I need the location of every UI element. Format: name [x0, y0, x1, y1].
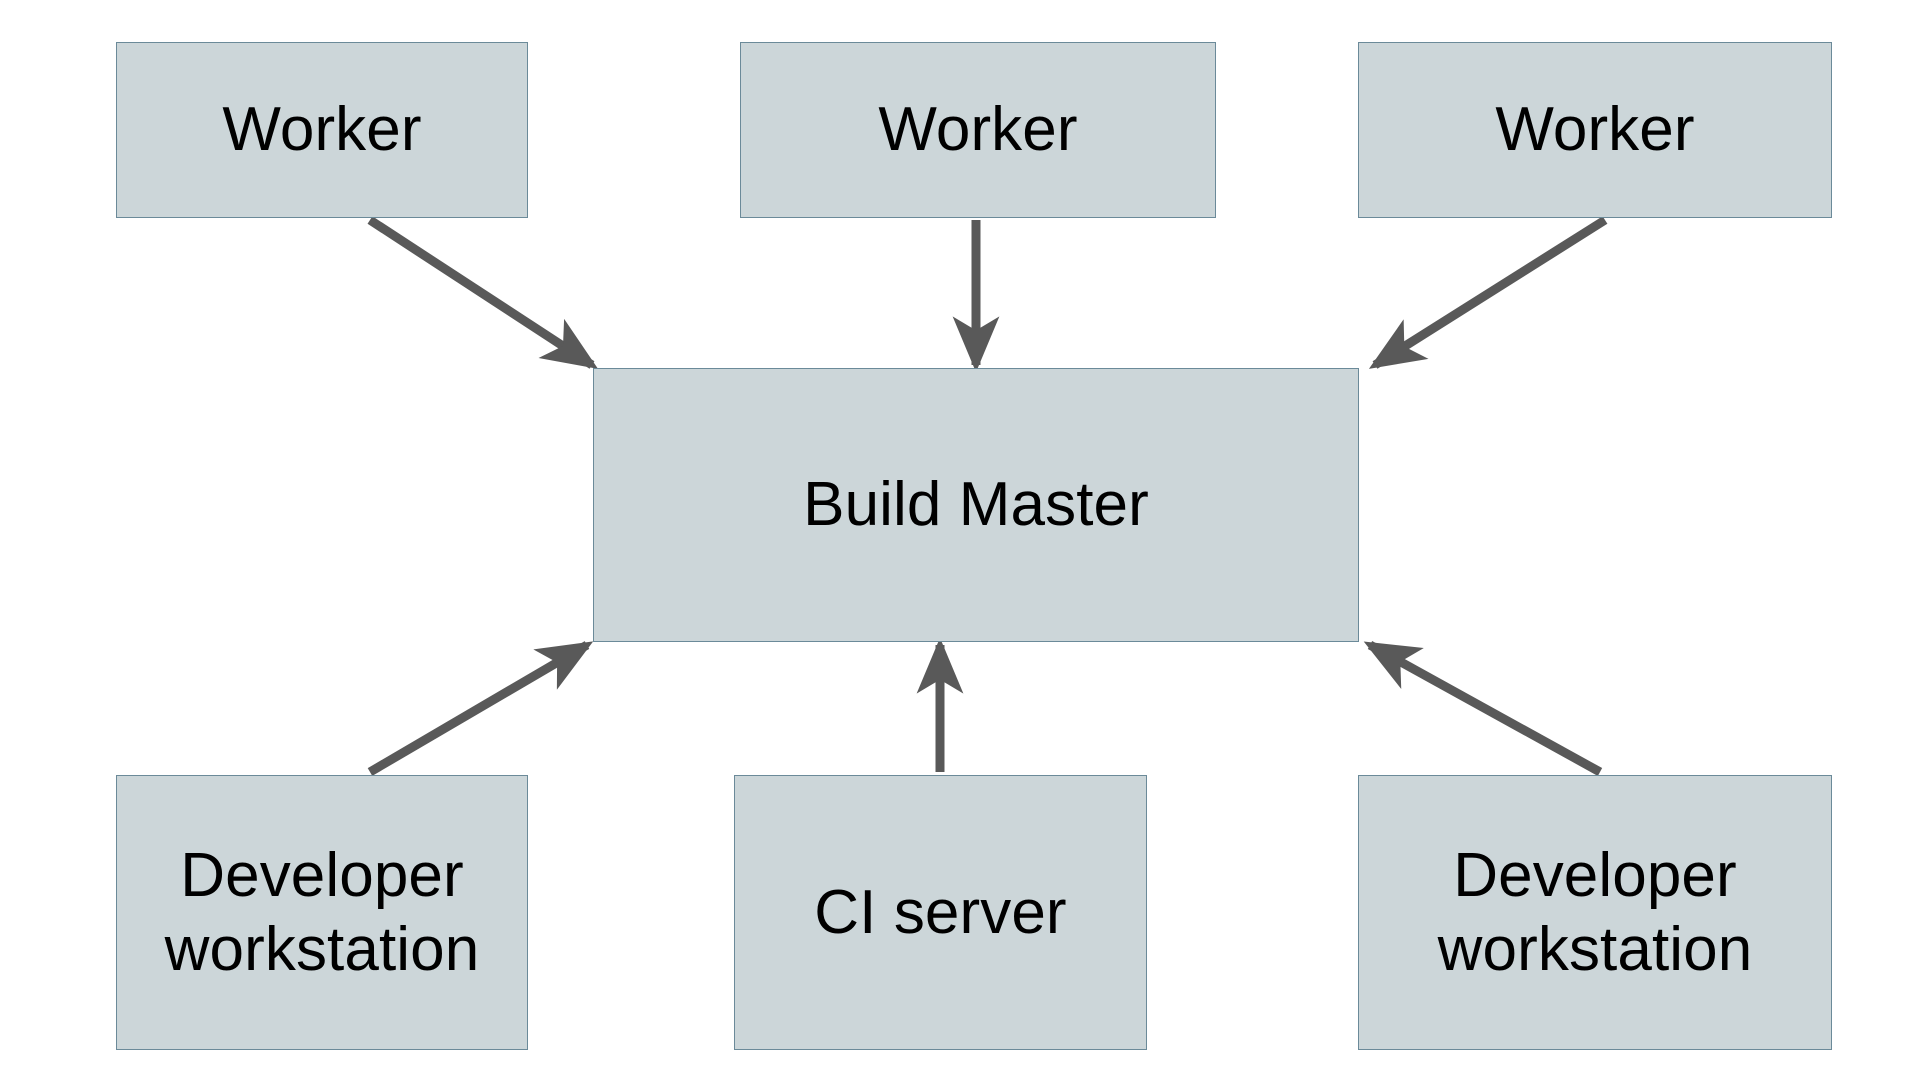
node-developer-workstation-left[interactable]: Developer workstation — [116, 775, 528, 1050]
node-label: Worker — [1495, 95, 1695, 165]
node-build-master[interactable]: Build Master — [593, 368, 1359, 642]
node-label: Developer workstation — [1437, 841, 1753, 984]
node-label: Worker — [878, 95, 1078, 165]
node-label: Build Master — [803, 470, 1149, 540]
node-developer-workstation-right[interactable]: Developer workstation — [1358, 775, 1832, 1050]
edge-dev-1-to-master — [367, 641, 594, 776]
node-ci-server[interactable]: CI server — [734, 775, 1147, 1050]
node-worker-right[interactable]: Worker — [1358, 42, 1832, 218]
node-worker-center[interactable]: Worker — [740, 42, 1216, 218]
edge-worker-3-to-master — [1368, 216, 1608, 369]
edge-dev-2-to-master — [1363, 641, 1603, 776]
node-label: Worker — [222, 95, 422, 165]
edge-worker-1-to-master — [367, 216, 599, 369]
node-label: CI server — [814, 877, 1067, 947]
node-label: Developer workstation — [164, 841, 480, 984]
node-worker-left[interactable]: Worker — [116, 42, 528, 218]
